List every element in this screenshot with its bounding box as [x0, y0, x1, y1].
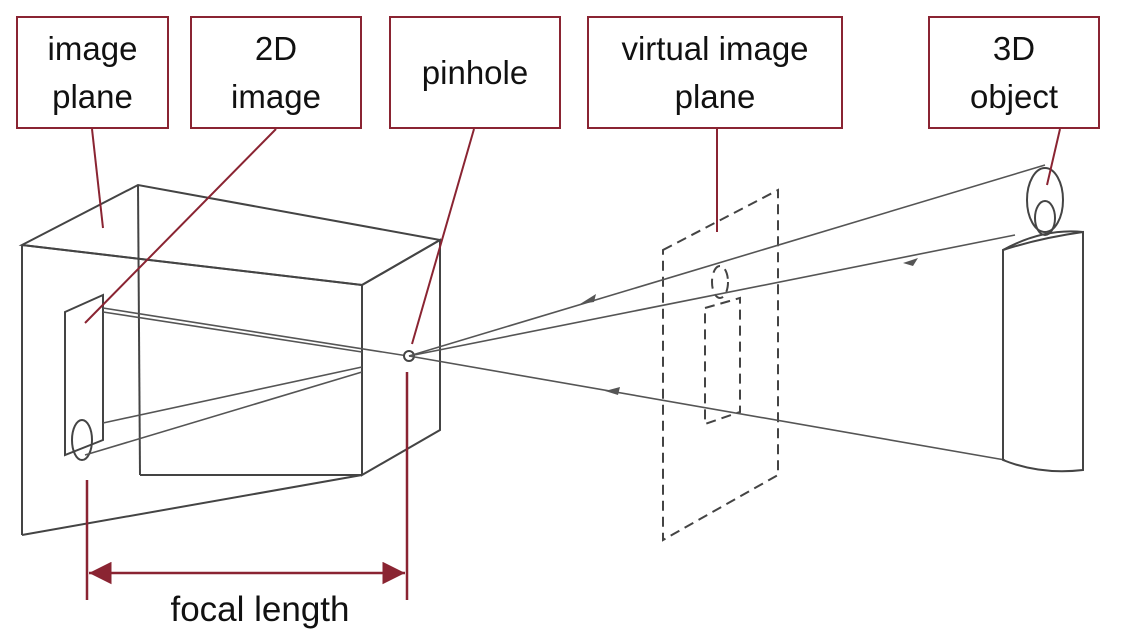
leader-2d-image [84, 128, 277, 324]
candle-body [1002, 230, 1084, 473]
outer-rays [408, 164, 1046, 461]
inner-rays [84, 307, 409, 456]
3d-object-label: 3D object [969, 29, 1059, 115]
camera-box [18, 183, 443, 536]
focal-length-label: focal length [170, 590, 350, 629]
camera-top-edge [21, 244, 363, 286]
leader-3d-object [1046, 128, 1061, 186]
pinhole-label: pinhole [421, 53, 529, 91]
leader-pinhole [411, 128, 475, 345]
2d-image-label: 2D image [231, 29, 321, 115]
pinhole-label-box: pinhole [389, 16, 561, 129]
camera-bottom-edge [21, 474, 363, 536]
2d-image-label-box: 2D image [190, 16, 362, 129]
3d-object-label-box: 3D object [928, 16, 1100, 129]
leader-lines [84, 128, 1061, 345]
projected-image [64, 293, 104, 461]
virtual-flame-icon [711, 265, 729, 299]
image-flame-icon [71, 419, 93, 461]
candle-flame-core-icon [1034, 200, 1056, 236]
candle-object [1002, 167, 1084, 473]
virtual-image-plane-sheet [662, 188, 779, 542]
camera-front-face [361, 238, 441, 477]
focal-length-dimension [85, 372, 409, 600]
virtual-image-plane-label-box: virtual image plane [587, 16, 843, 129]
candle-flame-icon [1026, 167, 1064, 233]
virtual-image-plane-label: virtual image plane [621, 29, 809, 115]
camera-back-face [18, 183, 443, 535]
leader-image-plane [91, 128, 104, 229]
image-plane-label: image plane [47, 29, 138, 115]
virtual-candle-outline [704, 296, 741, 426]
image-candle-rect [64, 293, 104, 457]
ray-arrowheads [580, 258, 918, 395]
image-plane-label-box: image plane [16, 16, 169, 129]
camera-back-inner-edge [137, 184, 141, 476]
